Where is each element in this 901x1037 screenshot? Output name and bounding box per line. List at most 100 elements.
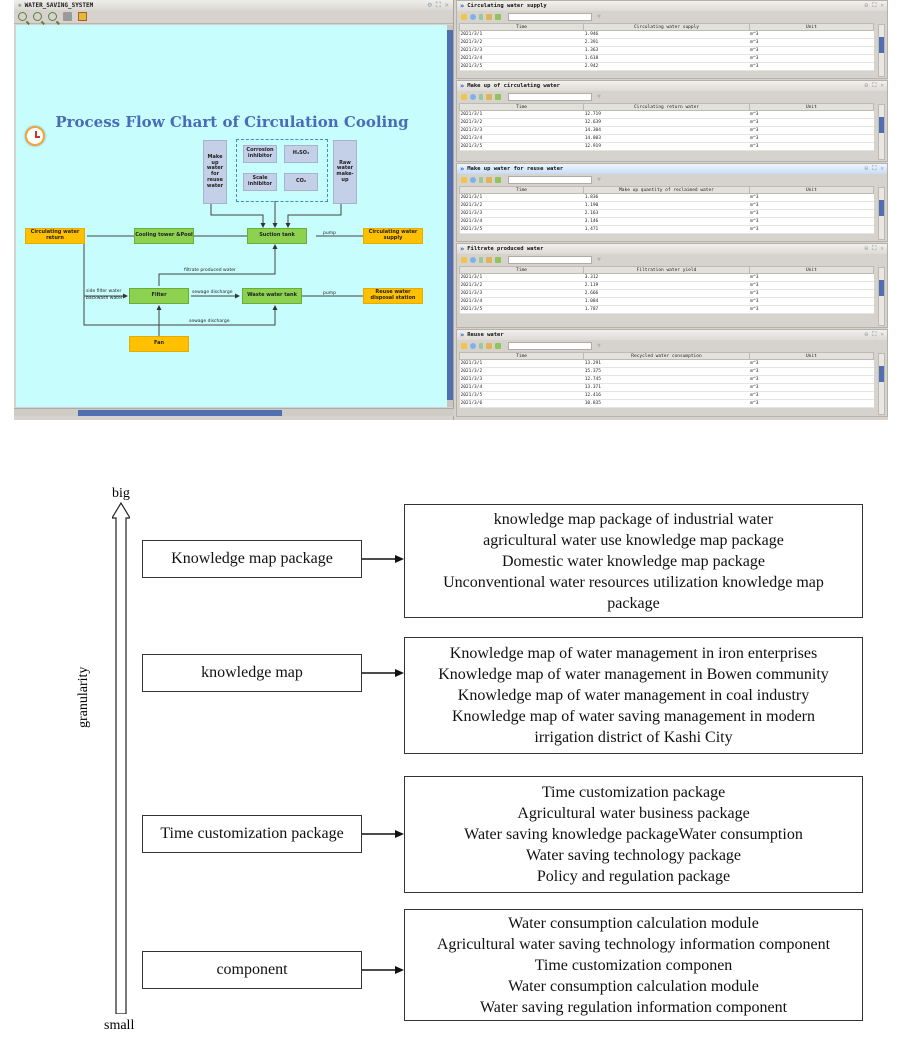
dropdown-arrow-icon[interactable]: ▼ — [597, 14, 601, 20]
column-header[interactable]: Make up quantity of reclaimed water — [583, 186, 750, 194]
export-icon[interactable] — [495, 14, 501, 20]
node-fan[interactable]: Fan — [129, 336, 189, 352]
table-scrollbar[interactable] — [878, 24, 885, 77]
column-header[interactable]: Unit — [748, 186, 875, 194]
cursor-icon[interactable] — [479, 177, 483, 183]
close-icon[interactable]: ✕ — [880, 82, 884, 89]
dropdown-arrow-icon[interactable]: ▼ — [597, 177, 601, 183]
column-header[interactable]: Filtration water yield — [583, 266, 750, 274]
node-reuse-water-disposal-station[interactable]: Reuse water disposal station — [363, 288, 423, 304]
open-folder-icon[interactable] — [461, 14, 467, 20]
cursor-icon[interactable] — [479, 14, 483, 20]
export-icon[interactable] — [495, 94, 501, 100]
table-scrollbar[interactable] — [878, 187, 885, 240]
node-co2[interactable]: CO₂ — [284, 173, 318, 191]
expand-chevron-icon[interactable]: » — [460, 245, 465, 253]
maximize-icon[interactable]: ⛶ — [872, 165, 877, 172]
open-folder-icon[interactable] — [461, 257, 467, 263]
maximize-icon[interactable]: ⛶ — [872, 245, 877, 252]
flow-chart-vertical-scrollbar[interactable] — [447, 25, 453, 407]
column-header[interactable]: Time — [458, 266, 585, 274]
minimize-icon[interactable]: ⊖ — [864, 331, 869, 338]
export-icon[interactable] — [495, 257, 501, 263]
flow-chart-horizontal-scrollbar[interactable] — [14, 408, 454, 416]
refresh-icon[interactable] — [470, 343, 476, 349]
node-circulating-water-supply[interactable]: Circulating water supply — [363, 228, 423, 244]
minimize-icon[interactable]: ⊖ — [864, 165, 869, 172]
clock-icon[interactable] — [25, 126, 45, 146]
edit-icon[interactable] — [486, 343, 492, 349]
maximize-icon[interactable]: ⛶ — [872, 331, 877, 338]
column-header[interactable]: Circulating return water — [583, 103, 750, 111]
close-icon[interactable]: ✕ — [880, 2, 884, 9]
node-raw-water-makeup[interactable]: Raw water make-up — [333, 140, 357, 204]
maximize-icon[interactable]: ⛶ — [435, 0, 441, 9]
minimize-icon[interactable]: ⊖ — [427, 0, 432, 9]
print-icon[interactable] — [63, 12, 72, 21]
table-scrollbar[interactable] — [878, 353, 885, 415]
maximize-icon[interactable]: ⛶ — [872, 82, 877, 89]
edit-icon[interactable] — [486, 94, 492, 100]
node-corrosion-inhibitor[interactable]: Corrosion inhibitor — [243, 145, 277, 163]
open-folder-icon[interactable] — [461, 177, 467, 183]
node-scale-inhibitor[interactable]: Scale inhibitor — [243, 173, 277, 191]
close-icon[interactable]: ✕ — [880, 165, 884, 172]
dropdown-arrow-icon[interactable]: ▼ — [597, 257, 601, 263]
column-header[interactable]: Unit — [748, 352, 875, 360]
refresh-icon[interactable] — [470, 177, 476, 183]
open-folder-icon[interactable] — [461, 94, 467, 100]
refresh-icon[interactable] — [470, 94, 476, 100]
dropdown-arrow-icon[interactable]: ▼ — [597, 343, 601, 349]
node-cooling-tower[interactable]: Cooling tower &Pool — [134, 228, 194, 244]
zoom-fit-icon[interactable] — [48, 12, 57, 21]
cursor-icon[interactable] — [479, 343, 483, 349]
panel-search-input[interactable] — [508, 256, 592, 264]
cursor-icon[interactable] — [479, 94, 483, 100]
refresh-icon[interactable] — [470, 14, 476, 20]
export-icon[interactable] — [78, 12, 87, 21]
export-icon[interactable] — [495, 177, 501, 183]
node-suction-tank[interactable]: Suction tank — [247, 228, 307, 244]
close-icon[interactable]: ✕ — [444, 0, 449, 9]
node-circulating-water-return[interactable]: Circulating water return — [25, 228, 85, 244]
column-header[interactable]: Time — [458, 103, 585, 111]
open-folder-icon[interactable] — [461, 343, 467, 349]
dropdown-arrow-icon[interactable]: ▼ — [597, 94, 601, 100]
column-header[interactable]: Recycled water consumption — [583, 352, 750, 360]
edit-icon[interactable] — [486, 177, 492, 183]
edit-icon[interactable] — [486, 257, 492, 263]
table-scrollbar[interactable] — [878, 104, 885, 160]
column-header[interactable]: Time — [458, 352, 585, 360]
close-icon[interactable]: ✕ — [880, 245, 884, 252]
column-header[interactable]: Unit — [748, 103, 875, 111]
minimize-icon[interactable]: ⊖ — [864, 82, 869, 89]
export-icon[interactable] — [495, 343, 501, 349]
expand-chevron-icon[interactable]: » — [460, 331, 465, 339]
node-waste-water-tank[interactable]: Waste water tank — [242, 288, 302, 304]
expand-chevron-icon[interactable]: » — [460, 165, 465, 173]
column-header[interactable]: Time — [458, 23, 585, 31]
panel-search-input[interactable] — [508, 13, 592, 21]
refresh-icon[interactable] — [470, 257, 476, 263]
expand-chevron-icon[interactable]: » — [460, 2, 465, 10]
